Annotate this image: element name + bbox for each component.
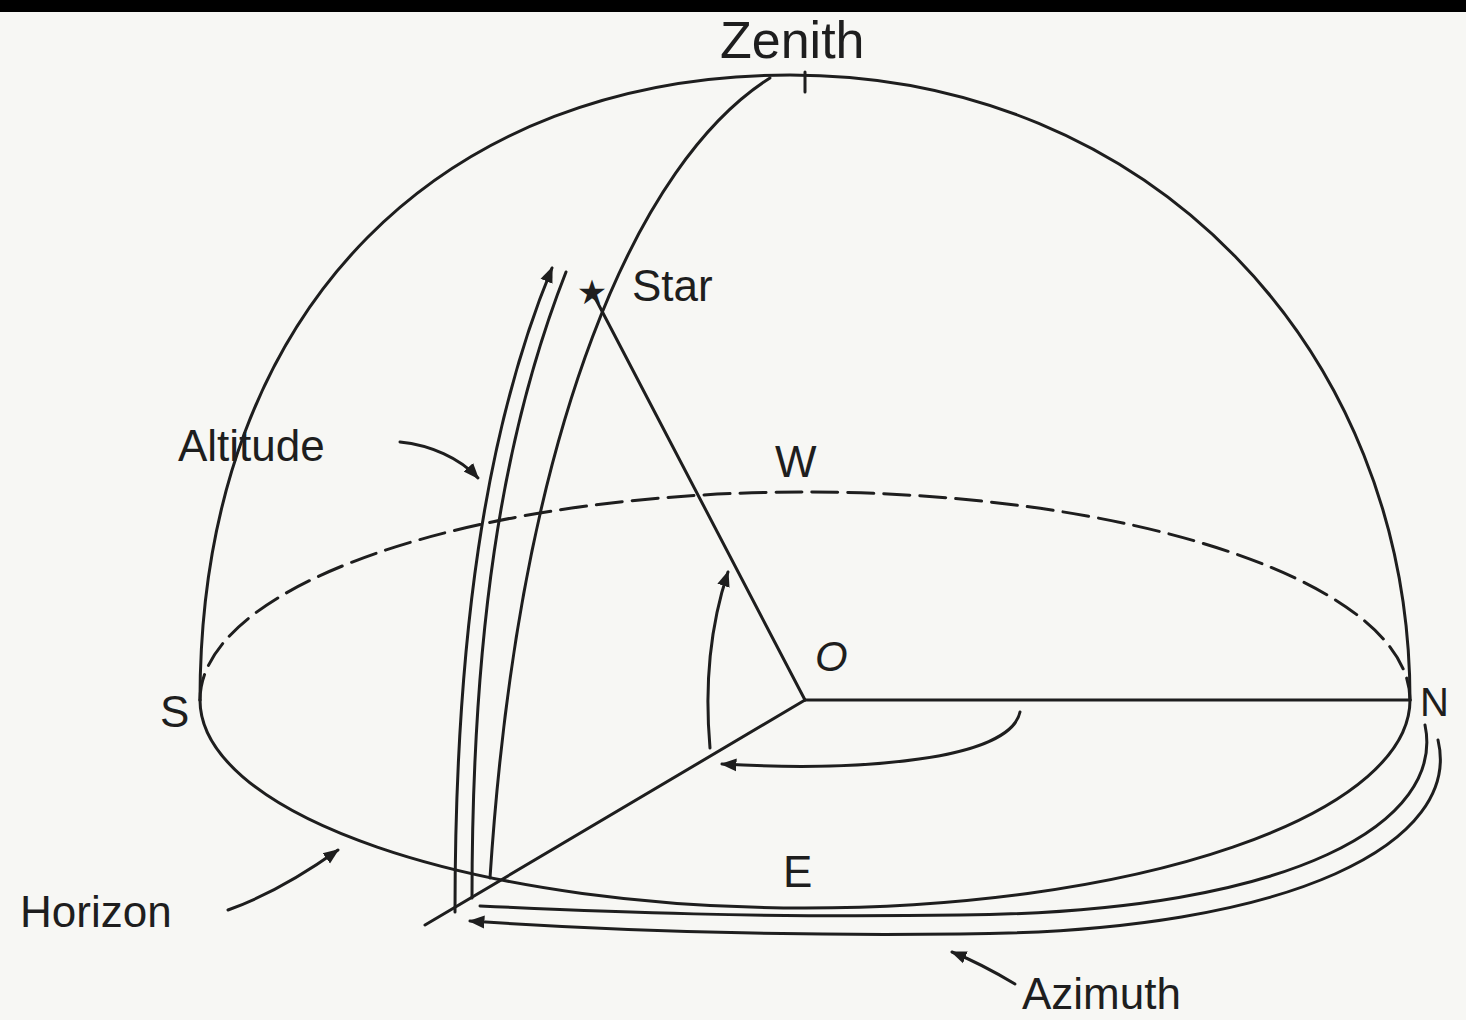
altitude-arrow (455, 268, 552, 912)
altitude-angle (708, 572, 728, 748)
north-line (805, 699, 1410, 702)
altitude-leader (400, 442, 478, 478)
vertical-circle (490, 78, 770, 878)
azimuth-leader (952, 952, 1015, 984)
zenith-label: Zenith (720, 14, 865, 66)
top-bar (0, 0, 1466, 12)
zenith-tick (804, 72, 807, 92)
altitude-label: Altitude (178, 424, 325, 468)
azimuth-line (425, 700, 805, 925)
direction-label: S (160, 690, 189, 734)
azimuth-arrow (470, 740, 1440, 934)
azimuth-angle (722, 712, 1020, 766)
origin-label: O (815, 636, 848, 678)
star-label: Star (632, 264, 713, 308)
star-line (592, 292, 805, 700)
celestial-dome (200, 75, 1410, 700)
azimuth-arrow-inner (480, 725, 1427, 916)
direction-label: W (775, 440, 817, 484)
direction-label: E (783, 850, 812, 894)
horizon-back (200, 492, 1410, 700)
direction-label: N (1420, 682, 1449, 722)
horizon-label: Horizon (20, 890, 172, 934)
azimuth-label: Azimuth (1022, 972, 1181, 1016)
star-symbol: ★ (577, 272, 607, 312)
altitude-arrow-inner (472, 272, 566, 898)
horizon-leader (228, 850, 338, 910)
horizon-front (200, 700, 1410, 908)
